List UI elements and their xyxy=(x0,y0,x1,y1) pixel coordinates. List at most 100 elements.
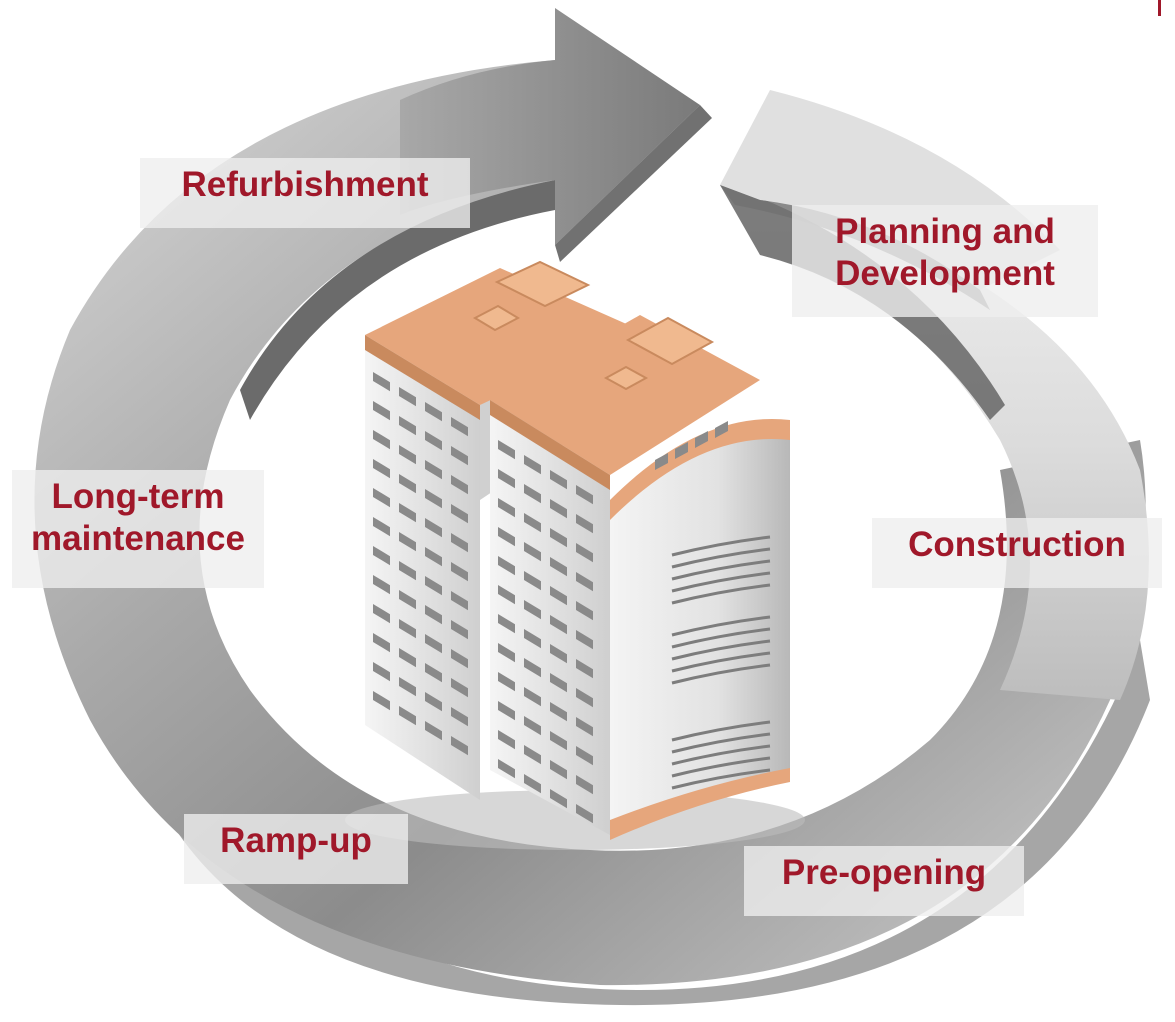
window xyxy=(524,484,541,504)
window xyxy=(524,513,541,533)
window xyxy=(425,547,442,567)
window xyxy=(524,658,541,678)
window xyxy=(425,605,442,625)
window xyxy=(373,604,390,624)
facade-stripe xyxy=(671,639,771,661)
corner-mark xyxy=(1158,0,1161,16)
window xyxy=(524,455,541,475)
left-tower-roof xyxy=(365,268,640,405)
window xyxy=(550,760,567,780)
window xyxy=(498,730,515,750)
window xyxy=(498,527,515,547)
refurbishment-text: Refurbishment xyxy=(181,165,429,204)
arrow-tail-edge xyxy=(720,185,990,310)
window xyxy=(425,402,442,422)
arrow-head-shadow xyxy=(555,105,712,262)
window xyxy=(524,716,541,736)
window xyxy=(550,499,567,519)
facade-stripe xyxy=(671,547,771,569)
preopening-text: Pre-opening xyxy=(781,853,987,892)
window xyxy=(451,446,468,466)
facade-stripe xyxy=(671,663,771,685)
window xyxy=(373,430,390,450)
window xyxy=(399,387,416,407)
window xyxy=(451,504,468,524)
window xyxy=(373,546,390,566)
window xyxy=(425,576,442,596)
window xyxy=(550,528,567,548)
window xyxy=(550,557,567,577)
stage-label-refurbishment: Refurbishment xyxy=(140,158,470,228)
window xyxy=(498,643,515,663)
facade-stripe xyxy=(671,732,771,754)
window xyxy=(399,474,416,494)
window xyxy=(576,601,593,621)
window xyxy=(550,644,567,664)
window xyxy=(524,687,541,707)
longterm-text-line2: maintenance xyxy=(31,519,245,558)
window xyxy=(451,736,468,756)
window xyxy=(399,590,416,610)
stage-label-pre-opening: Pre-opening xyxy=(744,846,1024,916)
facade-stripe xyxy=(671,559,771,581)
stage-label-long-term-maintenance: Long-term maintenance xyxy=(12,470,264,588)
facade-stripe xyxy=(671,744,771,766)
right-tower-roof xyxy=(490,315,760,475)
window xyxy=(399,532,416,552)
window xyxy=(524,774,541,794)
right-tower-windows xyxy=(498,440,593,824)
window xyxy=(576,659,593,679)
hotel-building-icon xyxy=(345,260,805,850)
window xyxy=(498,614,515,634)
window xyxy=(576,514,593,534)
window xyxy=(576,688,593,708)
window xyxy=(425,518,442,538)
ring-inner-edge-right xyxy=(720,185,1005,420)
window xyxy=(425,721,442,741)
facade-stripe xyxy=(671,615,771,637)
planning-text-line2: Development xyxy=(835,254,1055,293)
window xyxy=(576,630,593,650)
left-roof-box-small xyxy=(472,304,521,332)
window xyxy=(451,475,468,495)
curve-top-windows xyxy=(655,421,728,470)
window xyxy=(425,460,442,480)
facade-stripe xyxy=(671,651,771,673)
window xyxy=(498,585,515,605)
window xyxy=(550,702,567,722)
facade-stripe xyxy=(671,583,771,605)
window xyxy=(498,759,515,779)
ring-inner-edge xyxy=(240,180,555,420)
window xyxy=(373,517,390,537)
window xyxy=(524,629,541,649)
window xyxy=(451,707,468,727)
planning-text-line1: Planning and xyxy=(835,212,1055,251)
right-roof-box-small xyxy=(603,365,649,391)
window xyxy=(399,706,416,726)
window xyxy=(425,634,442,654)
window xyxy=(576,804,593,824)
window xyxy=(576,485,593,505)
curve-base xyxy=(610,768,790,840)
window xyxy=(524,745,541,765)
window xyxy=(498,701,515,721)
window xyxy=(399,648,416,668)
window xyxy=(451,620,468,640)
facade-stripe xyxy=(671,627,771,649)
window xyxy=(576,717,593,737)
window xyxy=(550,789,567,809)
window xyxy=(399,503,416,523)
window xyxy=(524,600,541,620)
window xyxy=(498,469,515,489)
window xyxy=(550,673,567,693)
window xyxy=(498,440,515,460)
window xyxy=(550,586,567,606)
window xyxy=(498,556,515,576)
window xyxy=(576,572,593,592)
window xyxy=(373,488,390,508)
window xyxy=(373,401,390,421)
right-tower-roof-edge xyxy=(490,400,610,490)
facade-stripe xyxy=(671,720,771,742)
window xyxy=(524,542,541,562)
